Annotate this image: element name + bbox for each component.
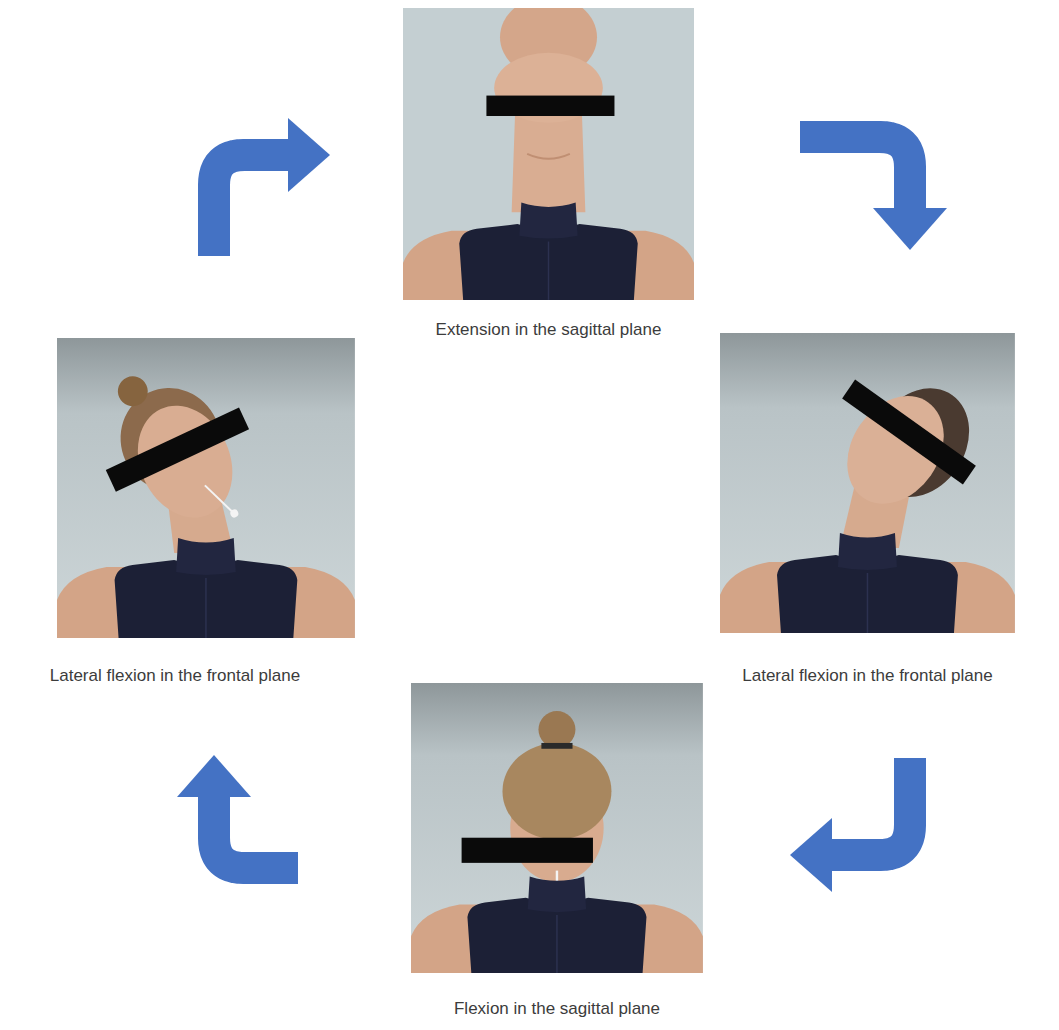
cycle-arrow xyxy=(177,755,298,868)
cycle-arrow xyxy=(214,118,330,256)
photo-panel: Lateral flexion in the frontal plane xyxy=(57,338,355,638)
caption-text: Lateral flexion in the frontal plane xyxy=(50,666,300,686)
arrow-head xyxy=(177,755,251,797)
photo-panel: Lateral flexion in the frontal plane xyxy=(720,333,1015,633)
caption-text: Lateral flexion in the frontal plane xyxy=(742,666,992,686)
arrow-shaft xyxy=(214,795,298,868)
arrow-head xyxy=(288,118,330,192)
arrow-head xyxy=(790,818,832,892)
caption-text: Flexion in the sagittal plane xyxy=(454,999,660,1019)
photo-panel: Flexion in the sagittal plane xyxy=(411,683,703,973)
arrow-shaft xyxy=(830,758,910,855)
cycle-arrow xyxy=(790,758,910,892)
arrow-shaft xyxy=(800,137,910,210)
photo-flexion xyxy=(411,683,703,973)
photo-extension xyxy=(403,0,694,300)
photo-lateral-left xyxy=(57,338,355,638)
arrow-shaft xyxy=(214,155,290,256)
caption-text: Extension in the sagittal plane xyxy=(436,320,662,340)
photo-panel: Extension in the sagittal plane xyxy=(403,8,694,300)
cycle-arrow xyxy=(800,137,947,250)
photo-lateral-right xyxy=(720,333,1015,633)
arrow-head xyxy=(873,208,947,250)
